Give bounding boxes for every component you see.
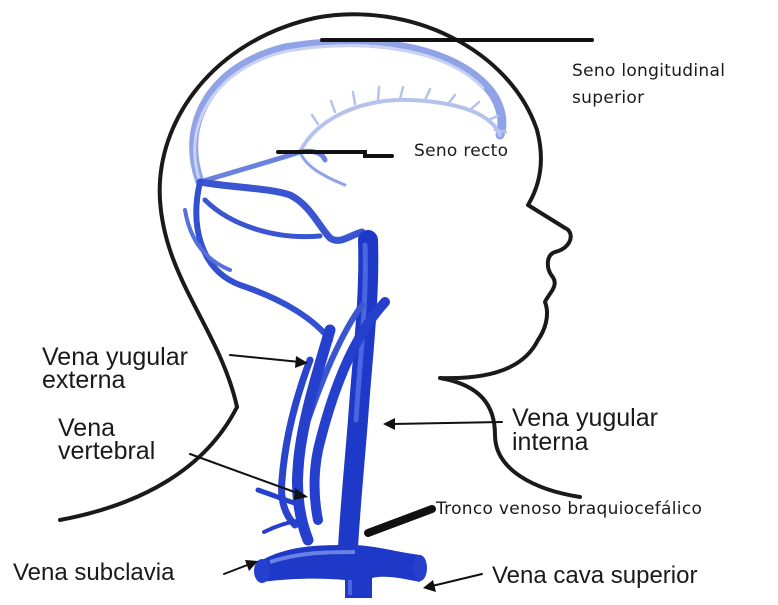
tronco-pointer <box>368 509 432 533</box>
neck-veins <box>258 240 385 548</box>
label-tronco-venoso-braquiocefalico: Tronco venoso braquiocefálico <box>436 501 702 518</box>
label-vena-yugular-interna-line2: interna <box>512 430 588 455</box>
great-veins <box>254 545 427 598</box>
yugular-interna-pointer <box>392 422 502 424</box>
yugular-externa-pointer <box>230 355 300 362</box>
label-seno-recto: Seno recto <box>414 143 508 160</box>
label-seno-longitudinal-line1: Seno longitudinal <box>572 63 725 80</box>
cranial-veins <box>185 151 362 340</box>
subclavia-pointer <box>224 564 250 574</box>
cava-arrowhead <box>423 580 436 592</box>
label-vena-yugular-externa-line2: externa <box>42 368 125 393</box>
seno-longitudinal-superior <box>194 43 506 182</box>
label-vena-subclavia: Vena subclavia <box>13 561 174 585</box>
label-seno-longitudinal-line2: superior <box>572 90 644 107</box>
label-vena-vertebral-line2: vertebral <box>58 439 155 464</box>
yugular-interna-arrowhead <box>383 418 395 430</box>
label-vena-cava-superior: Vena cava superior <box>492 564 697 588</box>
cava-pointer <box>432 574 482 586</box>
